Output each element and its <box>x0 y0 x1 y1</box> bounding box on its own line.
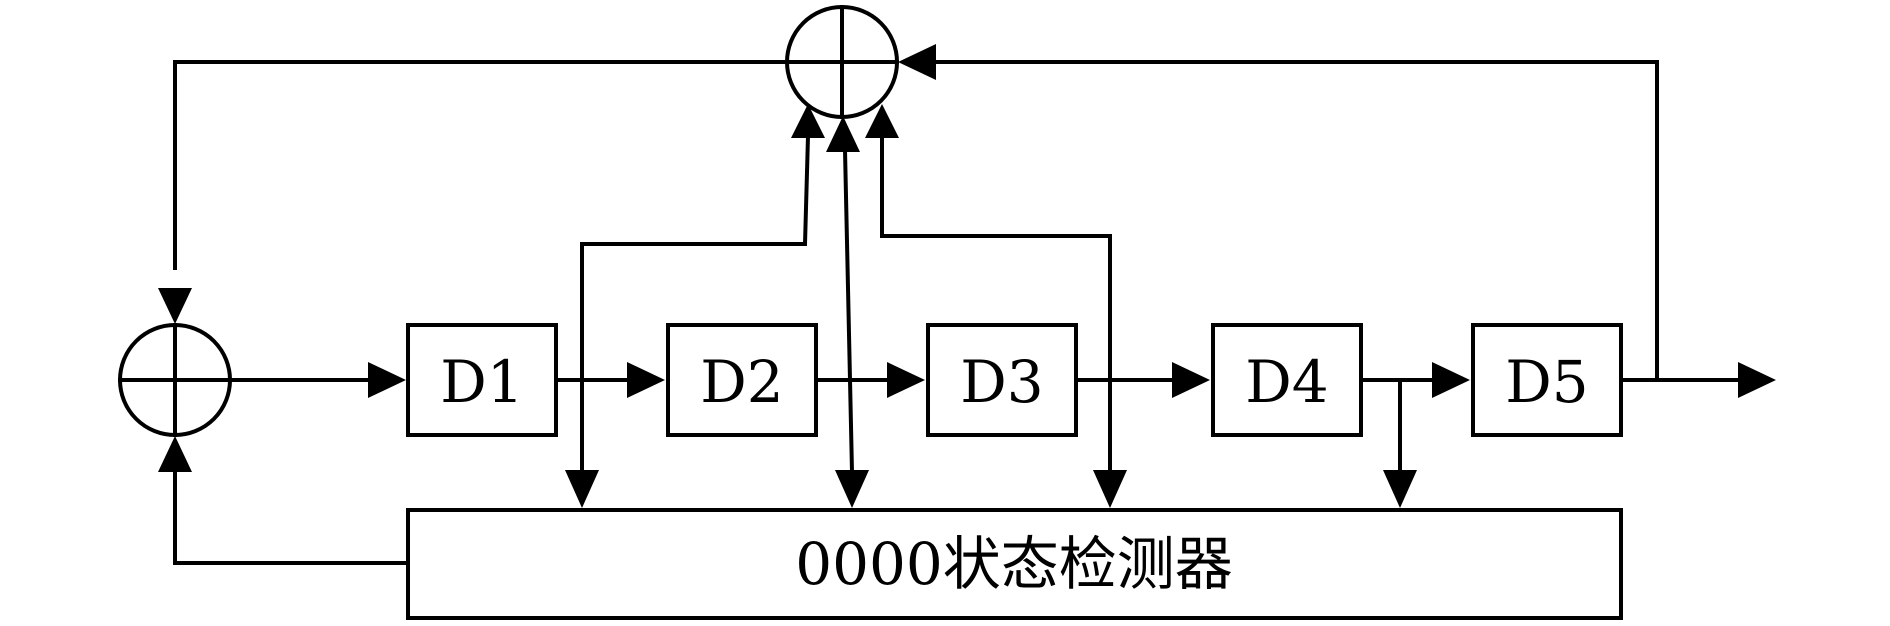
zero-state-detector: 0000状态检测器 <box>406 508 1623 620</box>
register-label: D2 <box>700 348 783 416</box>
register-label: D4 <box>1245 348 1328 416</box>
wires <box>173 60 1740 565</box>
wire-top-left <box>173 60 787 270</box>
arrowhead <box>1172 362 1210 398</box>
register-d5: D5 <box>1471 323 1623 437</box>
register-d4: D4 <box>1211 323 1363 437</box>
tap-d3-xor <box>880 136 1112 238</box>
arrowhead <box>835 470 869 508</box>
wire-top-right <box>928 60 1659 378</box>
detector-label: 0000状态检测器 <box>795 530 1233 598</box>
register-d3: D3 <box>926 323 1078 437</box>
tap-d2-detector <box>842 147 855 475</box>
arrowhead <box>158 436 192 472</box>
arrowhead <box>1432 362 1470 398</box>
arrowhead <box>865 104 899 138</box>
tap-d1-xor <box>580 133 811 246</box>
arrowhead <box>826 116 860 152</box>
arrowhead <box>158 288 192 324</box>
arrowhead <box>898 44 936 80</box>
xor-gate-top <box>785 5 899 119</box>
arrowheads <box>158 44 1776 508</box>
register-label: D5 <box>1505 348 1588 416</box>
arrowhead <box>565 470 599 508</box>
arrowhead <box>1738 362 1776 398</box>
register-d2: D2 <box>666 323 818 437</box>
arrowhead <box>791 104 825 138</box>
arrowhead <box>1093 470 1127 508</box>
register-d1: D1 <box>406 323 558 437</box>
arrowhead <box>1383 470 1417 508</box>
arrowhead <box>887 362 925 398</box>
xor-gate-left <box>118 323 232 437</box>
arrowhead <box>368 362 406 398</box>
arrowhead <box>627 362 665 398</box>
register-label: D1 <box>440 348 523 416</box>
wire-detector-xor <box>173 468 410 565</box>
register-label: D3 <box>960 348 1043 416</box>
